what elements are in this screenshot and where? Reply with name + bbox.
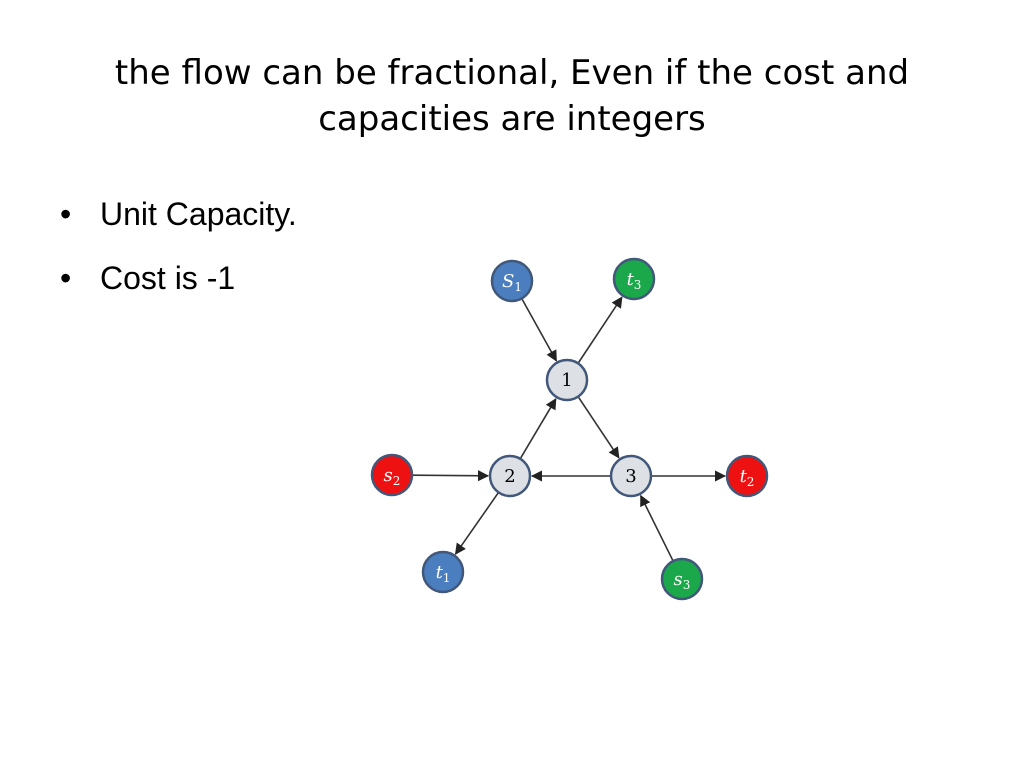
node-circle: [609, 454, 653, 498]
bullet-text: Unit Capacity.: [100, 196, 297, 232]
bullet-text: Cost is -1: [100, 260, 236, 296]
bullet-item: • Unit Capacity.: [60, 190, 297, 254]
bullet-dot-icon: •: [60, 260, 72, 296]
node-circle: [725, 454, 769, 498]
node-circle: [612, 257, 656, 301]
node-S1: S1: [490, 259, 534, 303]
node-s3: s3: [660, 557, 704, 601]
node-t1: t1: [421, 550, 465, 594]
slide-title: the flow can be fractional, Even if the …: [114, 53, 910, 139]
node-subscript: 1: [443, 571, 451, 585]
edge-s3-to-n3: [640, 494, 674, 561]
node-2: 2: [488, 454, 532, 498]
node-3: 3: [609, 454, 653, 498]
node-subscript: 2: [747, 475, 755, 489]
node-circle: [488, 454, 532, 498]
node-label: 2: [504, 466, 515, 487]
node-t2: t2: [725, 454, 769, 498]
edge-S1-to-n1: [521, 298, 558, 362]
node-subscript: 2: [393, 474, 401, 488]
edge-n1-to-n3: [577, 397, 620, 459]
bullet-item: • Cost is -1: [60, 254, 297, 318]
node-label: 3: [625, 466, 636, 487]
node-subscript: 3: [683, 578, 691, 592]
node-s2: s2: [370, 453, 414, 497]
edge-n2-to-n1: [520, 397, 557, 459]
edge-n2-to-t1: [454, 492, 499, 555]
node-circle: [370, 453, 414, 497]
nodes-layer: 1 2 3 S1 t3 s2 t2 t1 s3: [370, 257, 769, 601]
node-subscript: 3: [634, 278, 642, 292]
node-1: 1: [545, 358, 589, 402]
node-circle: [490, 259, 534, 303]
bullet-dot-icon: •: [60, 196, 72, 232]
node-subscript: 1: [514, 280, 522, 294]
edge-n1-to-t3: [577, 296, 623, 363]
node-circle: [421, 550, 465, 594]
node-circle: [545, 358, 589, 402]
node-label: 1: [561, 370, 572, 391]
node-circle: [660, 557, 704, 601]
bullet-list: • Unit Capacity. • Cost is -1: [60, 190, 297, 318]
edges-layer: [412, 296, 727, 561]
node-t3: t3: [612, 257, 656, 301]
edge-s2-to-n2: [412, 470, 490, 482]
